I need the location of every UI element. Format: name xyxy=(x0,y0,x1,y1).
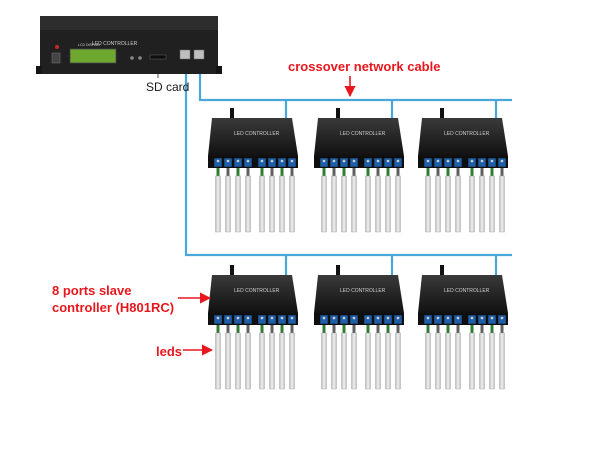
led-strip xyxy=(499,175,505,233)
led-strip xyxy=(489,332,495,390)
led-strip xyxy=(395,175,401,233)
master-controller: LED CONTROLLER LCD DISPLAY xyxy=(36,16,222,78)
slave-controller-title: LED CONTROLLER xyxy=(234,131,280,137)
slave-controller: LED CONTROLLER xyxy=(418,108,508,233)
crossover-cable-label: crossover network cable xyxy=(288,59,441,74)
slave-controller: LED CONTROLLER xyxy=(208,108,298,233)
lcd-display xyxy=(69,48,117,64)
led-strip xyxy=(395,332,401,390)
led-strip xyxy=(289,175,295,233)
slave-controller: LED CONTROLLER xyxy=(208,265,298,390)
ethernet-port-1 xyxy=(179,49,191,60)
led-strip xyxy=(225,332,231,390)
led-strip xyxy=(479,175,485,233)
slave-controller: LED CONTROLLER xyxy=(314,108,404,233)
led-strip xyxy=(321,332,327,390)
led-strip xyxy=(479,332,485,390)
led-strip xyxy=(499,332,505,390)
slave-controller: LED CONTROLLER xyxy=(418,265,508,390)
sd-card-slot xyxy=(149,54,167,60)
led-strip xyxy=(215,332,221,390)
led-strip xyxy=(365,175,371,233)
led-strip xyxy=(279,175,285,233)
led-strip xyxy=(351,175,357,233)
sd-card-label: SD card xyxy=(146,80,190,94)
led-strip xyxy=(425,332,431,390)
led-strip xyxy=(259,175,265,233)
leds-label: leds xyxy=(156,344,183,359)
led-strip xyxy=(489,175,495,233)
led-strip xyxy=(445,332,451,390)
slave-controller-label-line2: controller (H801RC) xyxy=(52,300,175,315)
led-strip xyxy=(331,175,337,233)
led-strip xyxy=(445,175,451,233)
led-strip xyxy=(245,175,251,233)
led-strip xyxy=(235,332,241,390)
led-strip xyxy=(269,332,275,390)
lcd-label: LCD DISPLAY xyxy=(78,43,101,47)
slave-controller-title: LED CONTROLLER xyxy=(340,288,386,294)
led-strip xyxy=(385,332,391,390)
led-strip xyxy=(435,332,441,390)
slave-controller: LED CONTROLLER xyxy=(314,265,404,390)
led-strip xyxy=(279,332,285,390)
master-panel-title: LED CONTROLLER xyxy=(92,41,138,47)
power-switch xyxy=(51,52,61,64)
led-strip xyxy=(245,332,251,390)
led-strip xyxy=(341,175,347,233)
led-strip xyxy=(331,332,337,390)
led-strip xyxy=(365,332,371,390)
led-strip xyxy=(425,175,431,233)
slave-controller-label-line1: 8 ports slave xyxy=(52,283,132,298)
led-strip xyxy=(259,332,265,390)
led-strip xyxy=(375,332,381,390)
led-strip xyxy=(469,175,475,233)
power-led xyxy=(55,45,59,49)
ethernet-port-2 xyxy=(193,49,205,60)
led-strip xyxy=(269,175,275,233)
slave-controller-title: LED CONTROLLER xyxy=(444,288,490,294)
led-strip xyxy=(215,175,221,233)
led-strip xyxy=(385,175,391,233)
led-strip xyxy=(435,175,441,233)
led-strip xyxy=(455,332,461,390)
led-strip xyxy=(225,175,231,233)
slave-controller-title: LED CONTROLLER xyxy=(340,131,386,137)
led-strip xyxy=(351,332,357,390)
slave-controllers: LED CONTROLLER LED CONTROLLER LED CONTROLL… xyxy=(208,108,508,390)
slave-controller-title: LED CONTROLLER xyxy=(234,288,280,294)
led-strip xyxy=(321,175,327,233)
led-strip xyxy=(375,175,381,233)
led-strip xyxy=(341,332,347,390)
led-strip xyxy=(455,175,461,233)
led-strip xyxy=(469,332,475,390)
slave-controller-title: LED CONTROLLER xyxy=(444,131,490,137)
cable-master-to-bus xyxy=(184,60,512,257)
led-strip xyxy=(289,332,295,390)
led-strip xyxy=(235,175,241,233)
slave-controller-label: 8 ports slave controller (H801RC) xyxy=(52,282,174,316)
